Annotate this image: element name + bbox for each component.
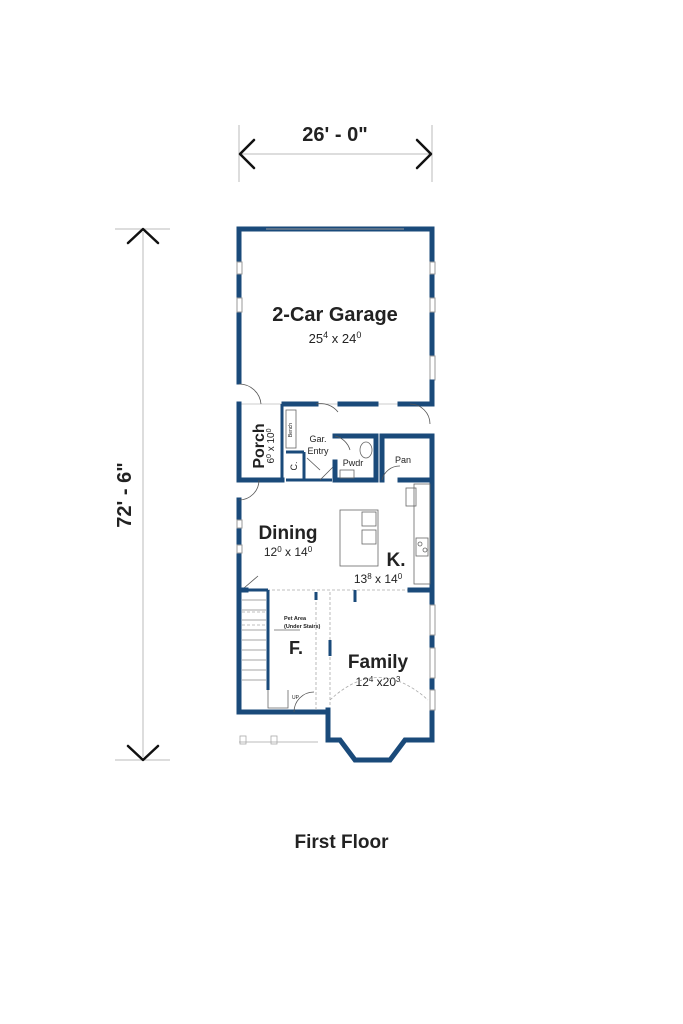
family-name: Family — [348, 652, 409, 673]
depth-label: 72' - 6" — [114, 462, 136, 527]
family-size: 124 x203 — [356, 675, 402, 690]
foyer-name: F. — [289, 638, 303, 658]
family: Family 124 x203 — [236, 587, 435, 701]
porch: Porch 60 x 100 — [236, 383, 285, 501]
up-label: UP — [292, 695, 300, 701]
gar-entry-label-line2: Entry — [307, 446, 329, 456]
width-dimension: 26' - 0" — [238, 124, 433, 182]
floor-title: First Floor — [294, 832, 389, 853]
pet-area-label-line1: Pet Area — [284, 616, 307, 622]
closet-label: C. — [289, 462, 299, 471]
exterior-walls — [236, 379, 436, 763]
pet-area-label-line2: (Under Stairs) — [284, 624, 321, 630]
depth-arrow-top-icon — [126, 227, 160, 245]
dining-size: 120 x 140 — [264, 545, 313, 560]
porch-name: Porch — [251, 423, 268, 468]
stairs-foyer: Pet Area (Under Stairs) F. UP — [239, 588, 332, 713]
kitchen-name: K. — [387, 550, 406, 571]
dining: Dining 120 x 140 — [242, 523, 432, 591]
pwdr-label: Pwdr — [343, 458, 364, 468]
width-arrow-left-icon — [238, 138, 256, 170]
gar-entry-label-line1: Gar. — [309, 434, 326, 444]
front-entry-steps — [239, 735, 318, 745]
bench-label: Bench — [288, 423, 294, 437]
kitchen-size: 138 x 140 — [354, 572, 403, 587]
pantry: Pan — [379, 403, 435, 483]
pan-label: Pan — [395, 455, 411, 465]
garage-entry: Bench C. Gar. Entry — [281, 401, 435, 482]
kitchen: K. 138 x 140 — [339, 483, 431, 587]
depth-dimension: 72' - 6" — [114, 227, 170, 762]
depth-arrow-bottom-icon — [126, 744, 160, 762]
porch-size: 60 x 100 — [266, 428, 278, 463]
powder-room: Pwdr — [332, 433, 379, 483]
width-arrow-right-icon — [415, 138, 433, 170]
dining-name: Dining — [258, 523, 317, 544]
garage — [236, 226, 436, 405]
width-label: 26' - 0" — [302, 124, 367, 146]
